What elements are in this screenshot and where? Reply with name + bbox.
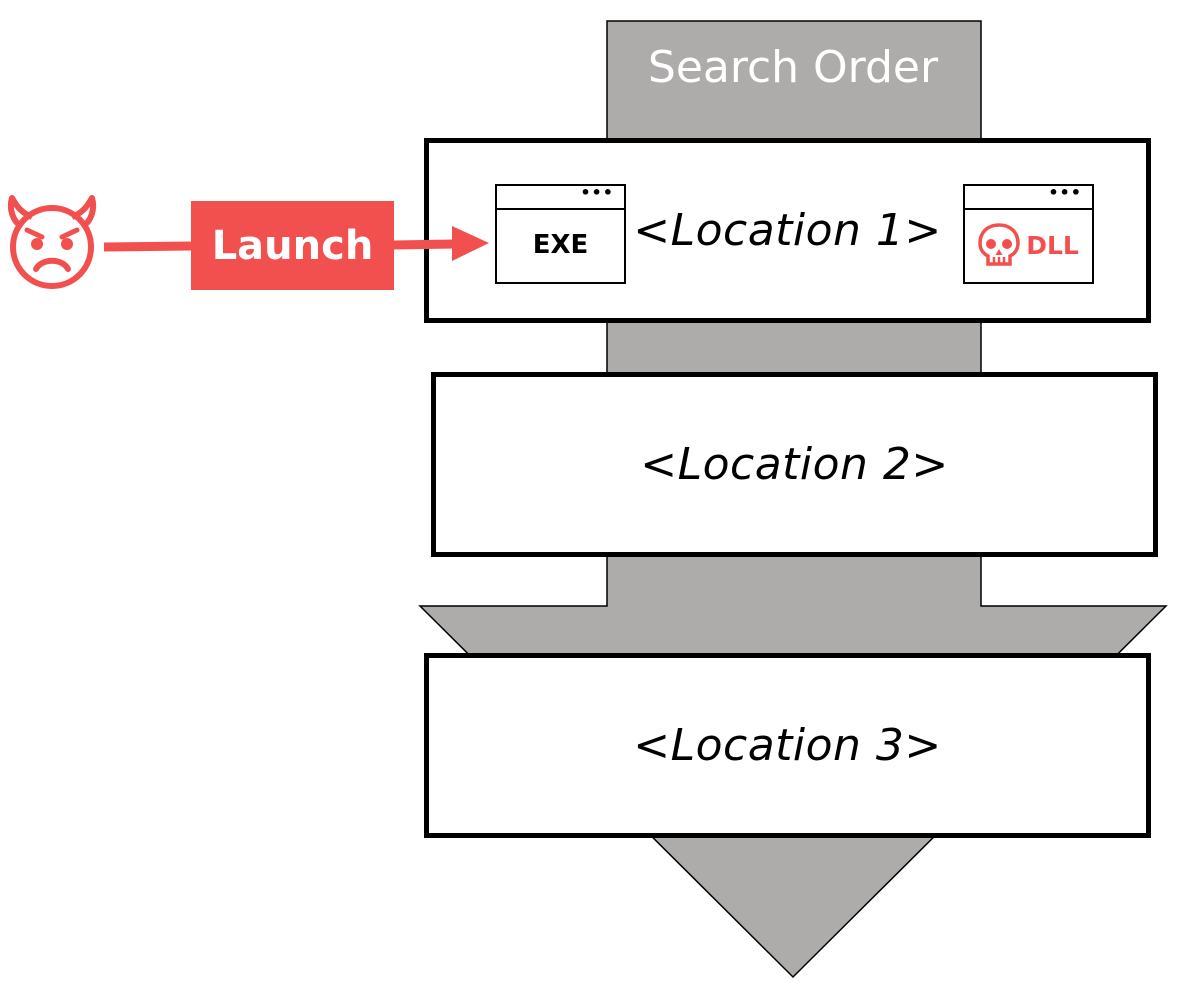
location-1-label: <Location 1>	[633, 205, 942, 256]
location-3-label: <Location 3>	[633, 720, 942, 771]
location-2-label: <Location 2>	[640, 439, 949, 490]
exe-window: ••• EXE	[495, 184, 626, 284]
dll-label: DLL	[1026, 230, 1079, 260]
location-3-box: <Location 3>	[424, 653, 1151, 838]
skull-icon	[978, 223, 1020, 266]
angry-devil-face-icon	[7, 195, 97, 289]
search-order-label: Search Order	[647, 41, 939, 93]
location-2-box: <Location 2>	[431, 372, 1158, 557]
dll-content: DLL	[965, 208, 1092, 282]
dll-window: ••• DLL	[963, 184, 1094, 284]
exe-window-titlebar: •••	[497, 183, 624, 210]
exe-label: EXE	[532, 230, 589, 260]
window-menu-dots-icon: •••	[580, 183, 614, 202]
dll-window-titlebar: •••	[965, 183, 1092, 210]
window-menu-dots-icon: •••	[1048, 183, 1082, 202]
launch-label: Launch	[191, 201, 394, 290]
